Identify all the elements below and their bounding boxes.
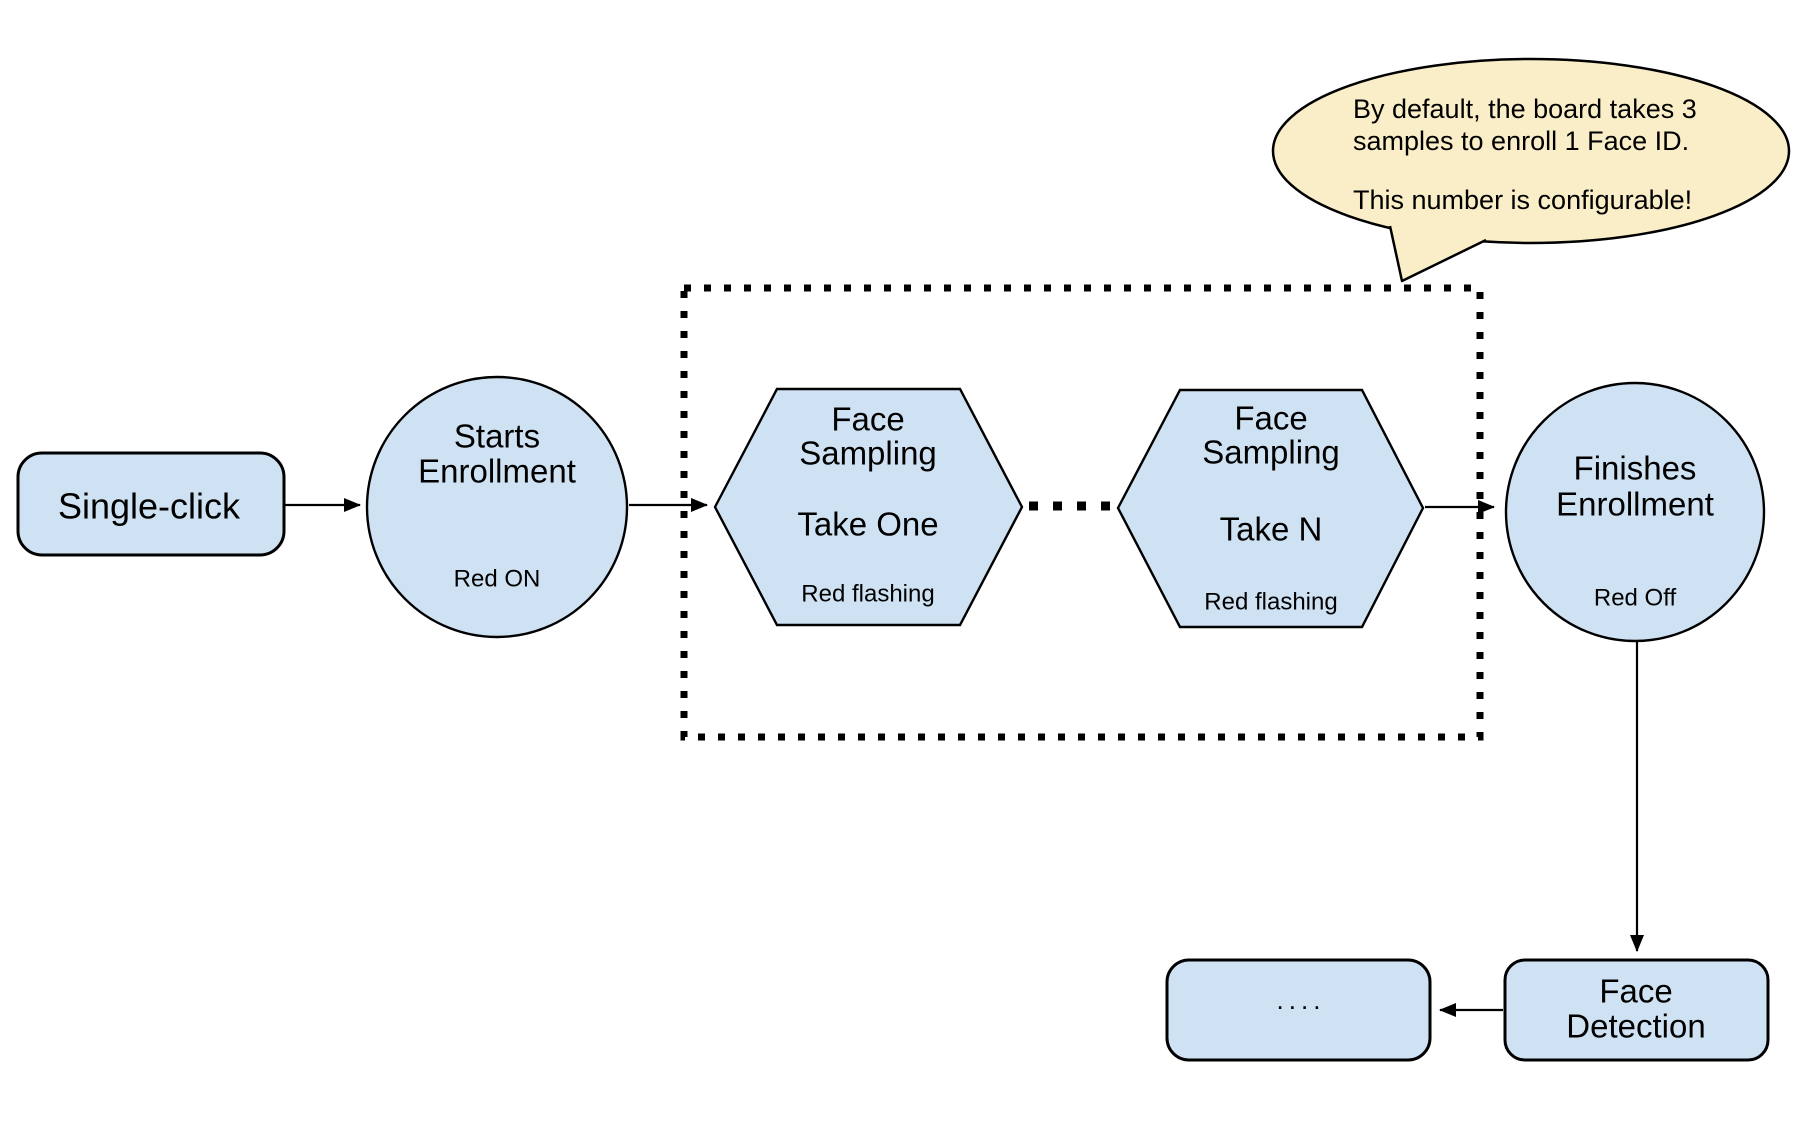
node-face-sampling-take-one: Face Sampling Take One Red flashing <box>713 387 1024 627</box>
continuation-box <box>1165 958 1432 1062</box>
face-sampling-one-title-2: Sampling <box>799 435 937 472</box>
node-starts-enrollment: Starts Enrollment Red ON <box>365 375 629 639</box>
face-sampling-one-hexagon <box>713 387 1024 627</box>
starts-enrollment-circle <box>365 375 629 639</box>
finishes-enrollment-title-1: Finishes <box>1574 450 1697 487</box>
face-detection-box <box>1503 958 1770 1062</box>
face-sampling-one-status: Red flashing <box>801 581 934 608</box>
node-face-sampling-take-n: Face Sampling Take N Red flashing <box>1116 388 1425 629</box>
callout-line-3: This number is configurable! <box>1353 185 1692 215</box>
face-sampling-n-status: Red flashing <box>1204 589 1337 616</box>
face-detection-title-1: Face <box>1599 973 1672 1010</box>
single-click-box <box>16 451 286 557</box>
continuation-label: .... <box>1277 985 1326 1015</box>
starts-enrollment-status: Red ON <box>454 566 541 593</box>
finishes-enrollment-circle <box>1504 381 1766 643</box>
face-sampling-n-hexagon <box>1116 388 1425 629</box>
face-sampling-n-action: Take N <box>1220 511 1323 548</box>
callout-ellipse <box>1271 57 1791 245</box>
node-finishes-enrollment: Finishes Enrollment Red Off <box>1504 381 1766 643</box>
node-continuation: .... <box>1165 958 1432 1062</box>
face-sampling-n-title-1: Face <box>1234 400 1307 437</box>
face-sampling-one-title-1: Face <box>831 401 904 438</box>
finishes-enrollment-status: Red Off <box>1594 585 1677 612</box>
finishes-enrollment-title-2: Enrollment <box>1556 486 1714 523</box>
single-click-label: Single-click <box>58 486 241 527</box>
starts-enrollment-title-1: Starts <box>454 418 540 455</box>
callout-bubble: By default, the board takes 3 samples to… <box>1271 57 1791 283</box>
starts-enrollment-title-2: Enrollment <box>418 453 576 490</box>
callout-line-1: By default, the board takes 3 <box>1353 94 1697 124</box>
node-face-detection: Face Detection <box>1503 958 1770 1062</box>
face-detection-title-2: Detection <box>1566 1008 1705 1045</box>
face-sampling-n-title-2: Sampling <box>1202 434 1340 471</box>
face-sampling-one-action: Take One <box>797 506 938 543</box>
node-single-click: Single-click <box>16 451 286 557</box>
callout-line-2: samples to enroll 1 Face ID. <box>1353 126 1689 156</box>
callout-tail <box>1388 225 1487 283</box>
